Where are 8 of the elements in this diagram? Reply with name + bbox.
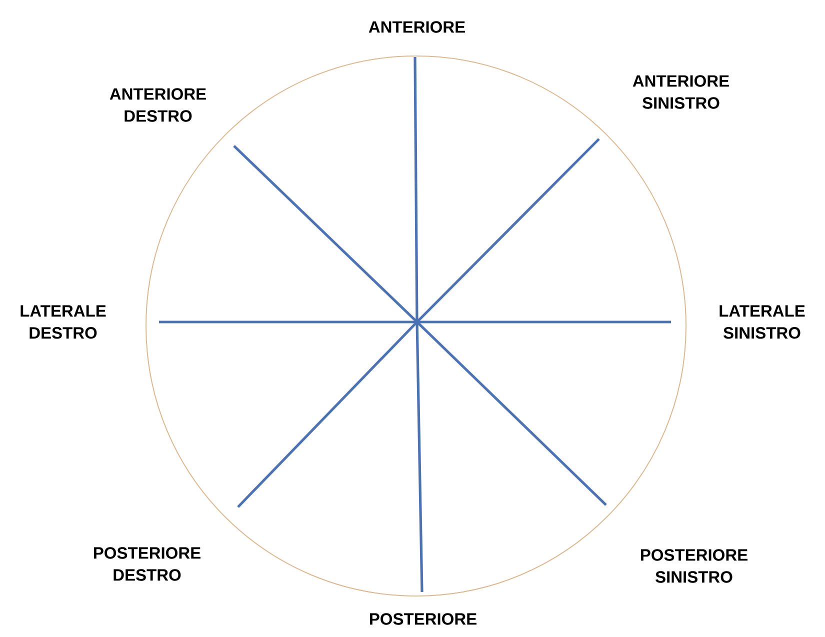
direction-label: LATERALE DESTRO (20, 305, 106, 339)
direction-label: ANTERIORE SINISTRO (632, 75, 729, 109)
direction-label: POSTERIORE SINISTRO (641, 549, 748, 583)
direction-label: POSTERIORE (370, 613, 476, 625)
direction-label: ANTERIORE DESTRO (110, 88, 206, 122)
direction-label: POSTERIORE DESTRO (94, 547, 200, 581)
direction-label: LATERALE SINISTRO (720, 305, 805, 339)
direction-label: ANTERIORE (368, 21, 465, 33)
